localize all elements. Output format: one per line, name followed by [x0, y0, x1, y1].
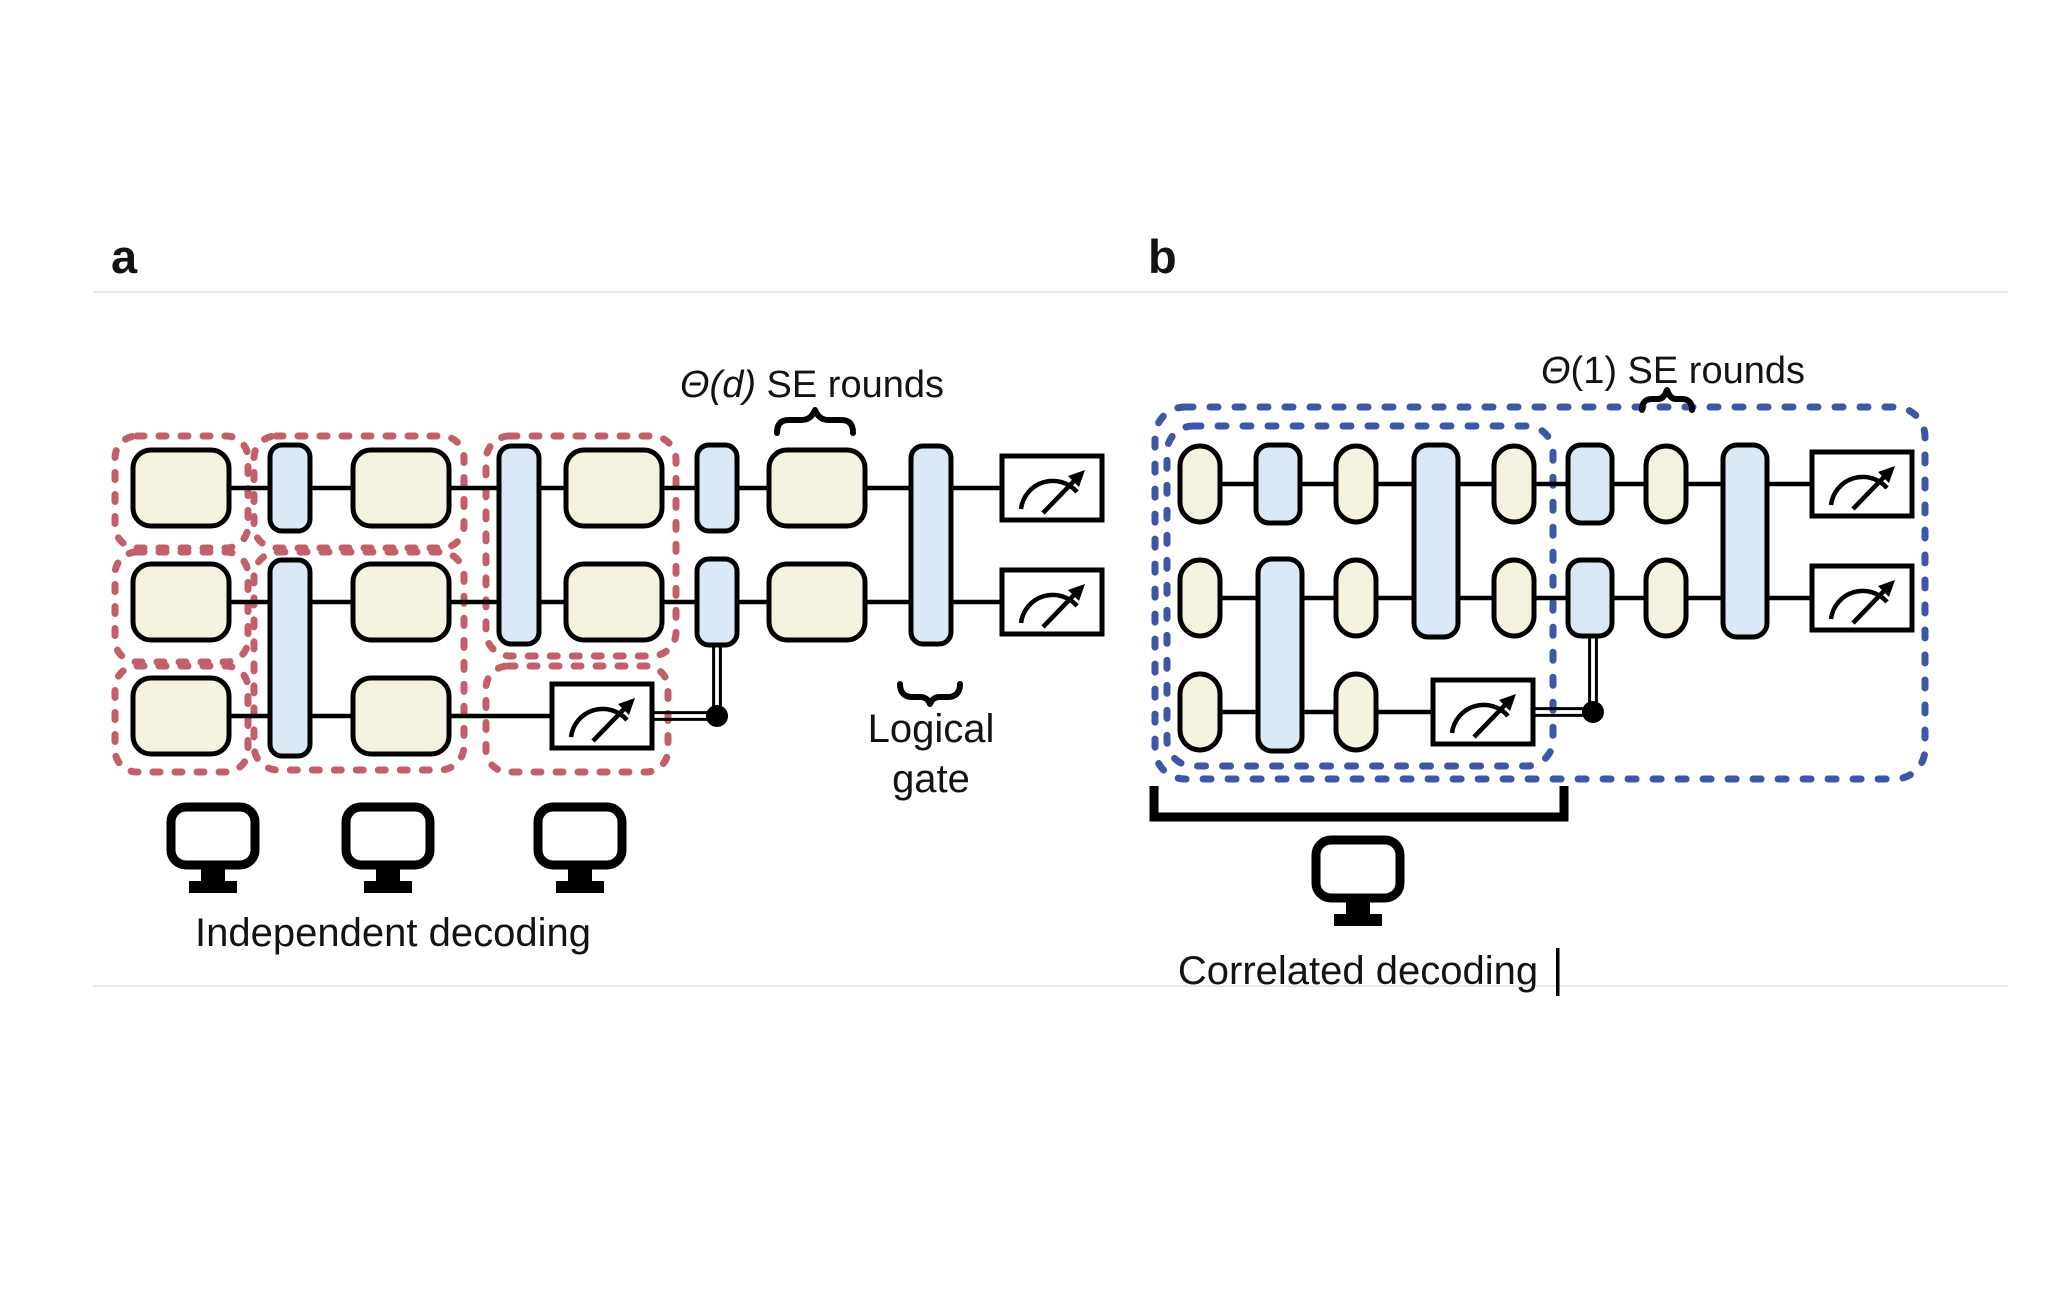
blue-dashed-group-outer: [1151, 403, 1929, 783]
se-label-rest: SE rounds: [1617, 350, 1805, 392]
panel-label-a: a: [111, 230, 138, 283]
red-dashed-group: [250, 432, 468, 552]
se-rounds-label-a: Θ(d) SE rounds: [680, 364, 944, 406]
red-dashed-group: [482, 432, 680, 660]
qubit-block: [130, 447, 232, 529]
logical-gate-label-line2: gate: [892, 757, 970, 801]
single-qubit-gate: [694, 442, 740, 534]
qubit-block: [350, 561, 452, 643]
qubit-block: [563, 447, 665, 529]
two-qubit-gate: [267, 557, 313, 759]
measurement-meter-icon: [1002, 456, 1102, 520]
single-qubit-gate: [1565, 442, 1615, 526]
se-label-theta: Θ: [1541, 350, 1571, 392]
se-label-arg: d: [722, 364, 745, 406]
qubit-block: [130, 675, 232, 757]
classical-wire: [1531, 634, 1598, 717]
caption-correlated-decoding[interactable]: Correlated decoding: [1178, 949, 1538, 993]
qubit-block: [1643, 557, 1689, 639]
qubit-block: [1177, 557, 1223, 639]
measurement-meter-icon: [1812, 566, 1912, 630]
se-rounds-brace: [1639, 387, 1695, 413]
monitor-icon: [346, 807, 430, 893]
measurement-meter-icon: [1812, 452, 1912, 516]
single-qubit-gate: [267, 442, 313, 534]
two-qubit-gate: [1255, 556, 1305, 754]
single-qubit-gate: [1253, 442, 1303, 526]
classical-wire: [650, 643, 722, 721]
qubit-block: [1333, 557, 1379, 639]
red-dashed-group: [111, 548, 252, 666]
monitor-icon: [171, 807, 255, 893]
qubit-block-se-rounds: [766, 447, 868, 529]
logical-gate-brace: [897, 681, 963, 707]
se-rounds-label-b: Θ(1) SE rounds: [1541, 350, 1805, 392]
qubit-block: [563, 561, 665, 643]
se-label-arg: (1): [1571, 350, 1617, 392]
panel-label-b: b: [1148, 230, 1177, 283]
two-qubit-gate: [1720, 442, 1770, 640]
decoding-bracket: [1149, 786, 1569, 822]
two-qubit-gate: [496, 443, 542, 647]
qubit-block: [1491, 557, 1537, 639]
monitor-icon: [1316, 840, 1400, 926]
se-label-theta: Θ(: [680, 364, 726, 406]
measurement-meter-icon: [552, 684, 652, 748]
control-dot: [706, 705, 728, 727]
se-rounds-brace: [774, 407, 856, 436]
red-dashed-group: [111, 662, 252, 776]
measurement-meter-icon: [1002, 570, 1102, 634]
classically-controlled-gate: [694, 556, 740, 648]
caption-independent-decoding: Independent decoding: [195, 911, 591, 955]
measurement-meter-icon: [1433, 680, 1533, 744]
text-caret[interactable]: [1556, 948, 1560, 996]
red-dashed-group: [250, 548, 468, 774]
red-dashed-group: [111, 432, 252, 552]
logical-gate: [908, 443, 954, 647]
monitor-icon: [538, 807, 622, 893]
qubit-block: [1177, 671, 1223, 753]
qubit-block: [1491, 443, 1537, 525]
two-qubit-gate: [1411, 442, 1461, 640]
qubit-block: [1177, 443, 1223, 525]
se-label-rest: SE rounds: [756, 364, 944, 406]
qubit-block: [350, 447, 452, 529]
qubit-block: [130, 561, 232, 643]
qubit-block: [350, 675, 452, 757]
qubit-block: [1333, 671, 1379, 753]
qubit-block: [1333, 443, 1379, 525]
qubit-block: [766, 561, 868, 643]
control-dot: [1582, 701, 1604, 723]
classically-controlled-gate: [1565, 557, 1615, 639]
logical-gate-label-line1: Logical: [868, 707, 995, 751]
blue-dashed-group-inner: [1163, 422, 1557, 770]
qubit-block-se-rounds: [1643, 443, 1689, 525]
se-label-close: ): [739, 364, 756, 406]
